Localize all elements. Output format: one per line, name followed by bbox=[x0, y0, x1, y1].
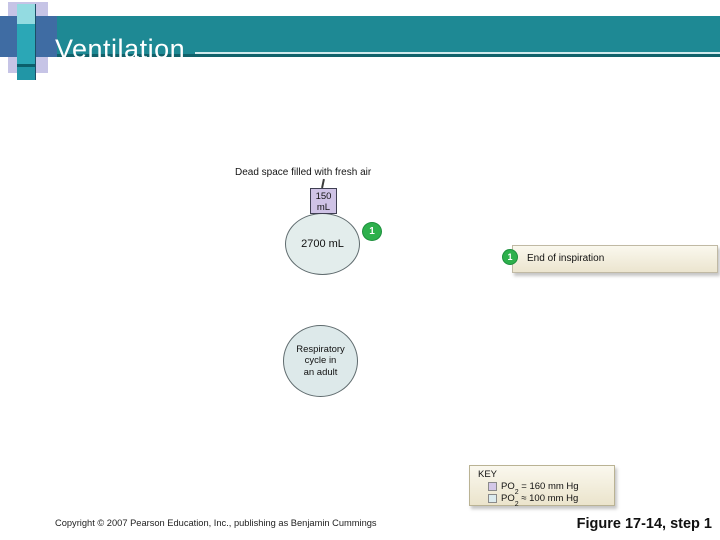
dead-space-color-swatch bbox=[488, 482, 497, 491]
cycle-line-1: Respiratory bbox=[296, 343, 345, 355]
logo-teal-lozenge bbox=[17, 4, 36, 80]
key-box: KEY PO2 = 160 mm Hg PO2 ≈ 100 mm Hg bbox=[469, 465, 615, 508]
step-1-badge: 1 bbox=[362, 222, 382, 241]
lozenge-foot bbox=[17, 67, 35, 80]
figure-caption: Figure 17-14, step 1 bbox=[576, 516, 712, 532]
title-underline bbox=[195, 52, 720, 54]
copyright-text: Copyright © 2007 Pearson Education, Inc.… bbox=[55, 518, 377, 528]
lung-volume-value: 2700 mL bbox=[301, 238, 344, 250]
dead-space-label: Dead space filled with fresh air bbox=[235, 167, 372, 178]
key-row-alveolar: PO2 ≈ 100 mm Hg bbox=[488, 493, 614, 508]
page-title-text: Ventilation bbox=[55, 34, 186, 57]
dead-space-volume-box: 150 mL bbox=[310, 188, 337, 214]
lozenge-cap bbox=[17, 4, 35, 24]
key-row-deadspace: PO2 = 160 mm Hg bbox=[488, 481, 614, 496]
respiratory-cycle-circle: Respiratory cycle in an adult bbox=[283, 325, 358, 397]
key-label-160: PO2 = 160 mm Hg bbox=[501, 481, 579, 496]
callout-step-1-badge: 1 bbox=[502, 249, 518, 265]
lozenge-body bbox=[17, 24, 35, 64]
cycle-line-3: an adult bbox=[303, 366, 338, 378]
dead-space-volume-value: 150 bbox=[315, 191, 332, 202]
end-of-inspiration-callout: End of inspiration bbox=[512, 245, 718, 273]
end-of-inspiration-label: End of inspiration bbox=[527, 253, 605, 264]
dead-space-pointer-line bbox=[321, 178, 325, 189]
dead-space-volume-unit: mL bbox=[316, 202, 331, 213]
alveolar-volume-ellipse: 2700 mL bbox=[285, 213, 360, 275]
alveolar-color-swatch bbox=[488, 494, 497, 503]
key-title: KEY bbox=[478, 469, 498, 480]
cycle-line-2: cycle in bbox=[304, 355, 337, 367]
page-title: Ventilation bbox=[55, 16, 485, 57]
lozenge-divider bbox=[17, 64, 35, 67]
header-bar bbox=[0, 16, 720, 57]
key-label-100: PO2 ≈ 100 mm Hg bbox=[501, 493, 579, 508]
